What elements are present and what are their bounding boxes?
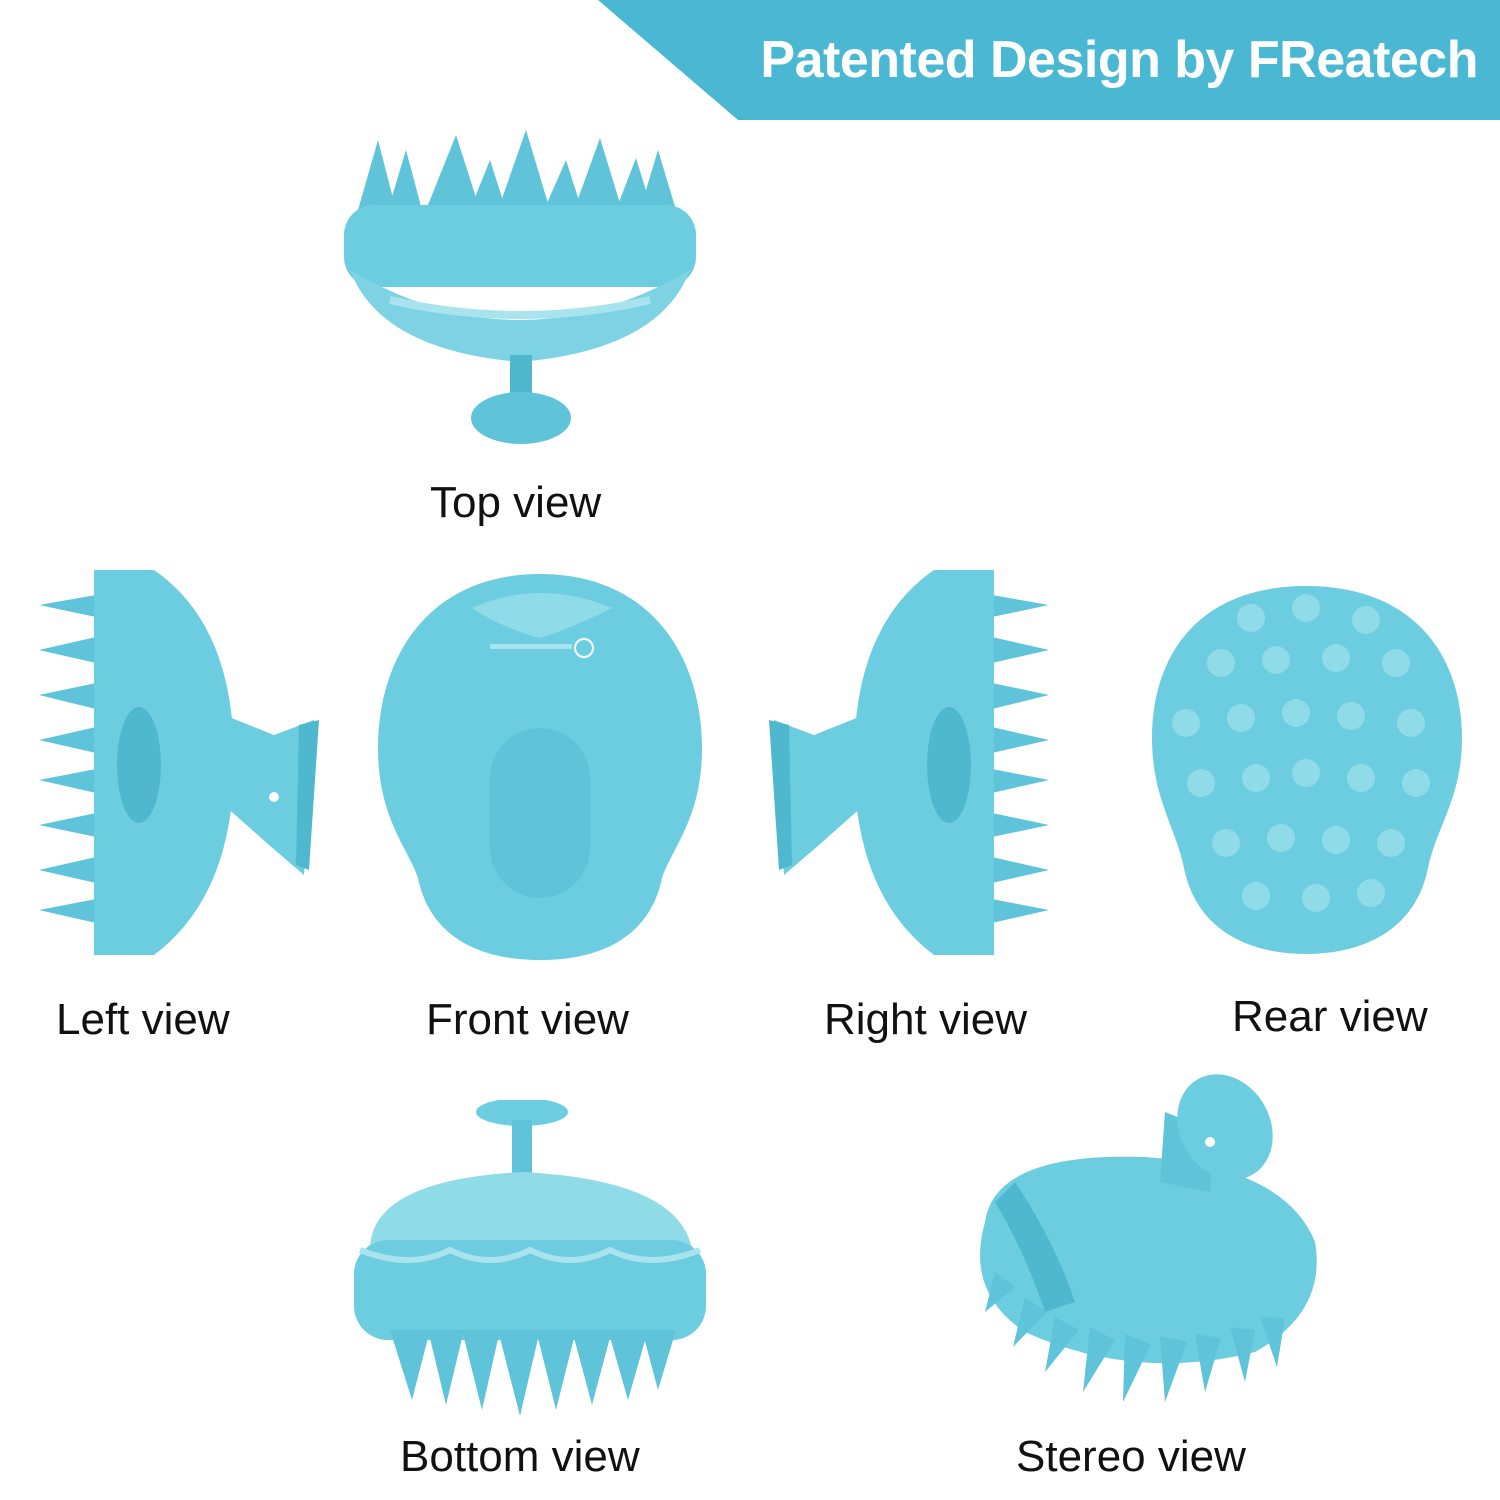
rear-view-label: Rear view	[1232, 992, 1428, 1041]
massage-nub	[1292, 759, 1320, 787]
stereo-view-image	[955, 1072, 1335, 1417]
massage-nub	[1292, 594, 1320, 622]
front-view-label: Front view	[426, 995, 629, 1044]
massage-nub	[1377, 829, 1405, 857]
massage-nub	[1172, 709, 1200, 737]
top-view-label: Top view	[430, 478, 602, 527]
banner-shape	[598, 0, 1500, 120]
left-view-label: Left view	[56, 995, 230, 1044]
header-banner: Patented Design by FReatech	[0, 0, 1500, 120]
massage-nub	[1242, 882, 1270, 910]
bottom-view-label: Bottom view	[400, 1432, 640, 1481]
front-view-image	[372, 568, 708, 964]
massage-nub	[1402, 769, 1430, 797]
massage-nub	[1382, 649, 1410, 677]
massage-nub	[1337, 702, 1365, 730]
massage-nub	[1237, 604, 1265, 632]
massage-nub	[1322, 826, 1350, 854]
right-view-label: Right view	[824, 995, 1027, 1044]
massage-nub	[1207, 649, 1235, 677]
rear-view-image	[1146, 578, 1468, 958]
massage-nub	[1347, 764, 1375, 792]
massage-nub	[1357, 879, 1385, 907]
massage-nub	[1302, 884, 1330, 912]
banner-title: Patented Design by FReatech	[760, 31, 1478, 89]
top-view-image	[330, 130, 710, 460]
massage-nub	[1267, 824, 1295, 852]
bottom-view-image	[350, 1100, 710, 1420]
left-view-image	[34, 565, 324, 960]
massage-nub	[1282, 699, 1310, 727]
right-view-image	[764, 565, 1054, 960]
massage-nub	[1397, 709, 1425, 737]
massage-nub	[1352, 606, 1380, 634]
massage-nub	[1212, 829, 1240, 857]
stereo-view-label: Stereo view	[1016, 1432, 1246, 1481]
massage-nub	[1322, 644, 1350, 672]
massage-nub	[1227, 704, 1255, 732]
massage-nub	[1187, 769, 1215, 797]
massage-nub	[1242, 764, 1270, 792]
massage-nub	[1262, 646, 1290, 674]
